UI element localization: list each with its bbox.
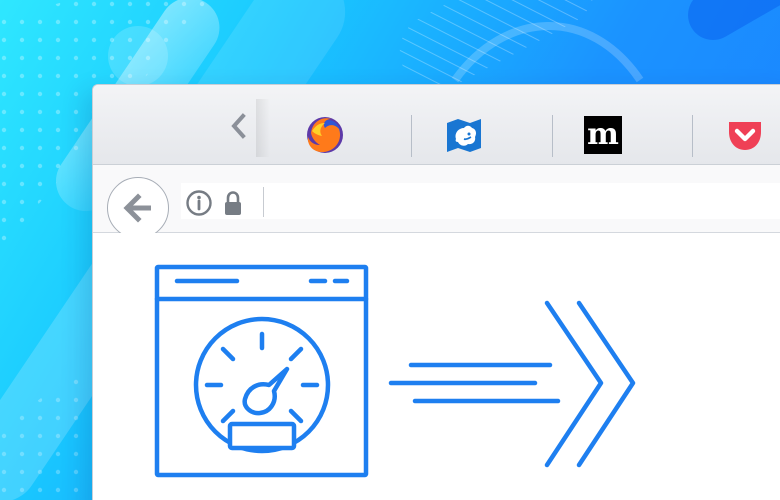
tab-separator [411, 115, 412, 157]
tab-scroll-left-button[interactable] [221, 108, 257, 144]
lock-icon[interactable] [222, 190, 244, 218]
browser-window: m [92, 84, 780, 500]
speedometer-icon [193, 316, 331, 454]
pocket-icon [729, 122, 761, 150]
medium-icon-letter: m [587, 117, 619, 152]
identity-box[interactable] [185, 189, 255, 217]
tab-separator [552, 115, 553, 157]
navigation-bar [93, 165, 780, 239]
tab-separator [692, 115, 693, 157]
info-icon[interactable] [185, 189, 213, 217]
speed-lines-icon [388, 362, 561, 404]
double-chevron-right-icon [544, 300, 636, 468]
tab-strip: m [93, 85, 780, 165]
tab-pocket[interactable] [721, 111, 769, 159]
tab-firefox[interactable] [301, 111, 349, 159]
back-button[interactable] [107, 177, 169, 239]
url-divider [263, 187, 264, 217]
tab-maps[interactable] [440, 111, 488, 159]
chevron-left-icon [231, 113, 246, 139]
browser-window-icon [154, 264, 369, 478]
medium-icon: m [584, 116, 622, 154]
tab-medium[interactable]: m [579, 111, 627, 159]
url-field[interactable] [181, 183, 780, 219]
tab-scroll-shadow [256, 99, 270, 157]
map-lion-icon [447, 119, 481, 152]
back-arrow-icon [123, 193, 151, 223]
firefox-icon [307, 117, 343, 153]
page-content [93, 233, 780, 500]
speed-illustration [154, 264, 636, 478]
